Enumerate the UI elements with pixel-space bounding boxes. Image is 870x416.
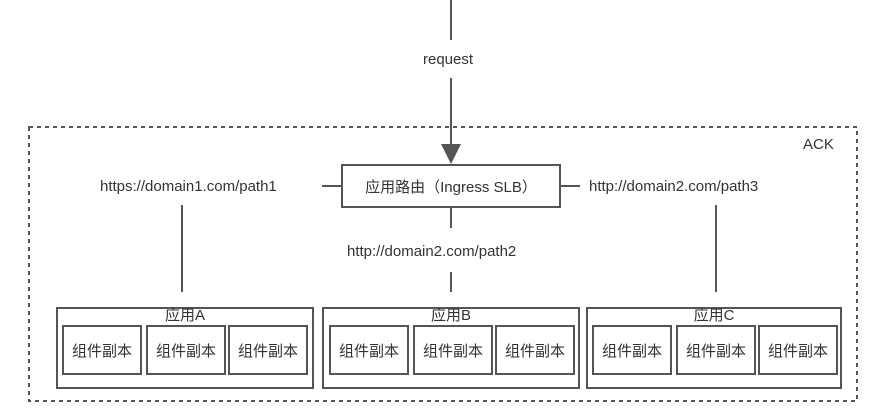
app-b-title: 应用B [430, 307, 471, 324]
app-c-component-2: 组件副本 [676, 325, 756, 375]
app-c-component-1: 组件副本 [592, 325, 672, 375]
app-b-component-1: 组件副本 [329, 325, 409, 375]
app-a-component-1: 组件副本 [62, 325, 142, 375]
app-a-title: 应用A [164, 307, 205, 324]
route-right-label: http://domain2.com/path3 [589, 178, 759, 195]
route-middle-label: http://domain2.com/path2 [347, 243, 517, 260]
ingress-router-label: 应用路由（Ingress SLB） [365, 178, 537, 196]
app-c-component-3: 组件副本 [758, 325, 838, 375]
route-left-label: https://domain1.com/path1 [100, 178, 277, 195]
request-label: request [423, 51, 474, 68]
app-c-title: 应用C [693, 307, 735, 324]
app-b-component-2: 组件副本 [413, 325, 493, 375]
ingress-router: 应用路由（Ingress SLB） [341, 164, 561, 208]
cluster-boundary [28, 126, 858, 402]
app-a-component-3: 组件副本 [228, 325, 308, 375]
app-b-component-3: 组件副本 [495, 325, 575, 375]
app-a-component-2: 组件副本 [146, 325, 226, 375]
app-c: 应用C 组件副本 组件副本 组件副本 [586, 307, 842, 389]
app-a: 应用A 组件副本 组件副本 组件副本 [56, 307, 314, 389]
app-b: 应用B 组件副本 组件副本 组件副本 [322, 307, 580, 389]
cluster-label: ACK [803, 136, 834, 153]
